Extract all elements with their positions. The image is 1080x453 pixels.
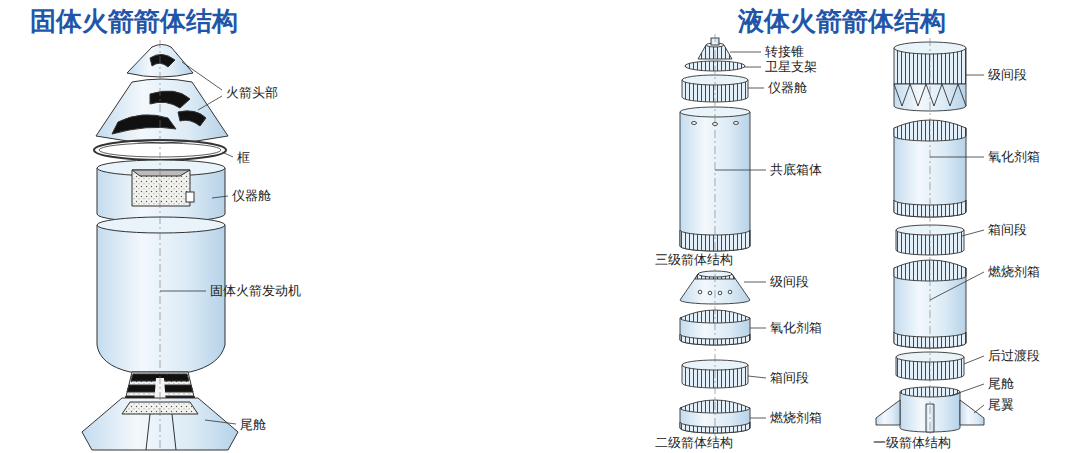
part-label: 一级箭体结构: [873, 436, 951, 451]
part-label: 转接锥: [765, 45, 804, 60]
part-label: 二级箭体结构: [655, 436, 733, 451]
part-label: 箱间段: [770, 371, 809, 386]
part-label: 卫星支架: [765, 60, 817, 75]
leader-lines: [930, 75, 984, 413]
part-label: 火箭头部: [226, 86, 278, 101]
section-title: 液体火箭箭体结构: [738, 7, 946, 37]
leader-lines: [715, 52, 766, 418]
part-label: 氧化剂箱: [988, 150, 1040, 165]
part-label: 尾舱: [988, 377, 1014, 392]
part-label: 仪器舱: [768, 81, 807, 96]
part-label: 燃烧剂箱: [988, 265, 1040, 280]
part-label: 尾翼: [988, 398, 1014, 413]
part-label: 尾舱: [240, 418, 266, 433]
part-label: 共底箱体: [770, 163, 822, 178]
part-label: 燃烧剂箱: [770, 411, 822, 426]
part-label: 框: [237, 151, 250, 166]
part-label: 氧化剂箱: [770, 321, 822, 336]
section-title: 固体火箭箭体结构: [30, 7, 238, 37]
part-label: 固体火箭发动机: [210, 284, 301, 299]
part-label: 三级箭体结构: [655, 253, 733, 268]
part-label: 级间段: [770, 275, 809, 290]
part-label: 后过渡段: [988, 349, 1040, 364]
part-label: 箱间段: [988, 223, 1027, 238]
leader-lines: [160, 62, 236, 424]
part-label: 级间段: [988, 68, 1027, 83]
part-label: 仪器舱: [232, 189, 271, 204]
